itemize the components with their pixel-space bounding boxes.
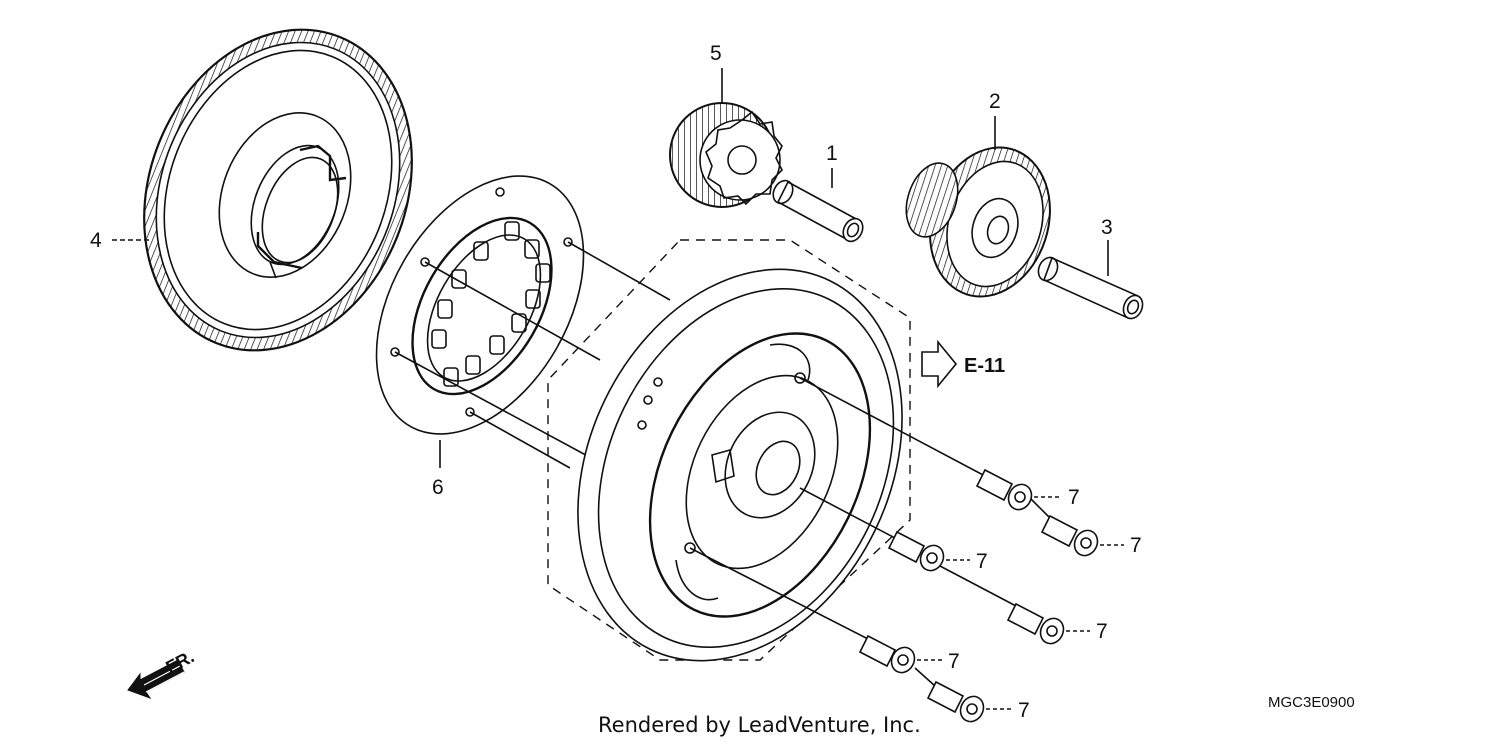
render-credit: Rendered by LeadVenture, Inc.: [598, 713, 921, 737]
idle-gear-shaft[interactable]: [769, 177, 866, 245]
callout-7a: 7: [1068, 486, 1080, 509]
starter-reduction-gear[interactable]: [897, 132, 1068, 312]
diagram-code: MGC3E0900: [1268, 694, 1355, 711]
callout-7d: 7: [1096, 620, 1108, 643]
callout-7c: 7: [976, 550, 988, 573]
bolt-c[interactable]: [887, 530, 948, 575]
bolt-d[interactable]: [1006, 602, 1068, 648]
starter-idle-gear[interactable]: [669, 102, 783, 208]
callout-7b: 7: [1130, 534, 1142, 557]
bolt-e[interactable]: [858, 634, 919, 677]
leader-lines: [112, 68, 1124, 710]
callout-2: 2: [989, 90, 1001, 113]
callout-5: 5: [710, 42, 722, 65]
callout-6: 6: [432, 476, 444, 499]
bolts: [689, 377, 1102, 726]
callout-3: 3: [1101, 216, 1113, 239]
front-direction-indicator: FR.: [127, 646, 197, 699]
callout-7f: 7: [1018, 699, 1030, 722]
callout-1: 1: [826, 142, 838, 165]
alignment-lines: [394, 241, 671, 469]
reference-link[interactable]: E-11: [921, 339, 1005, 389]
starter-driven-gear[interactable]: [98, 0, 459, 391]
reference-label: E-11: [964, 355, 1005, 377]
callout-7e: 7: [948, 650, 960, 673]
callout-4: 4: [90, 229, 102, 252]
flywheel-assembly: [547, 239, 911, 662]
reduction-gear-shaft[interactable]: [1035, 254, 1146, 321]
bolt-f[interactable]: [926, 680, 988, 726]
bolt-a[interactable]: [975, 468, 1036, 514]
bolt-b[interactable]: [1040, 514, 1102, 560]
